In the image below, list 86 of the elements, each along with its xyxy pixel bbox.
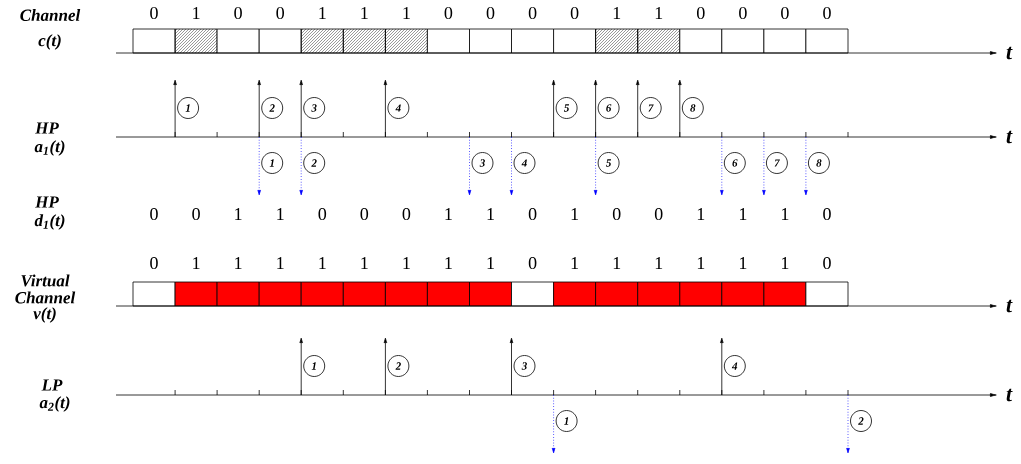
axis-label: t	[1006, 46, 1013, 60]
circled-number: 1	[177, 97, 199, 119]
bit-value: 1	[613, 257, 621, 269]
circled-number: 7	[766, 152, 788, 174]
bit-value: 0	[276, 6, 284, 20]
bit-value: 1	[445, 257, 452, 269]
bit-value: 0	[823, 256, 831, 270]
bit-value: 1	[487, 208, 494, 220]
bit-value: 1	[697, 257, 705, 269]
bit-value: 0	[318, 207, 327, 221]
circled-number: 8	[681, 97, 704, 119]
bit-value: 1	[361, 257, 368, 269]
circled-number: 2	[261, 97, 284, 119]
circled-number: 4	[723, 355, 746, 377]
row-label: a$_{1}$(t)	[34, 140, 65, 156]
bit-value: 1	[403, 257, 410, 269]
circled-number: 8	[808, 152, 830, 174]
bit-value: 1	[655, 257, 663, 269]
row-label: HP	[35, 122, 59, 134]
circled-number: 3	[303, 97, 326, 119]
row-label: v(t)	[33, 307, 56, 323]
bit-value: 1	[445, 208, 452, 220]
circled-number: 1	[303, 355, 326, 377]
bit-value: 0	[360, 207, 369, 221]
circled-number: 6	[597, 97, 620, 119]
bit-value: 0	[486, 6, 495, 20]
circled-number: 2	[303, 152, 326, 174]
circled-number: 3	[513, 355, 536, 377]
circled-number: 4	[513, 152, 536, 174]
circled-number: 1	[555, 410, 578, 432]
bit-value: 0	[234, 6, 242, 20]
circled-number: 4	[387, 97, 410, 119]
bit-value: 1	[235, 208, 242, 220]
bit-value: 0	[150, 207, 158, 221]
bit-value: 0	[823, 6, 831, 20]
circled-number: 5	[555, 97, 578, 119]
circled-number: 7	[639, 97, 662, 119]
bit-value: 1	[403, 7, 410, 19]
bit-value: 0	[402, 207, 411, 221]
bit-value: 1	[235, 257, 242, 269]
bit-value: 1	[571, 208, 578, 220]
bit-value: 1	[571, 257, 578, 269]
bit-value: 0	[528, 256, 537, 270]
row-label: a$_{2}$(t)	[39, 396, 70, 412]
bit-value: 1	[319, 257, 326, 269]
row-label: Channel	[20, 9, 81, 21]
bit-value: 1	[613, 7, 621, 19]
bit-value: 0	[528, 207, 537, 221]
bit-value: 0	[654, 207, 663, 221]
bit-value: 1	[782, 208, 789, 220]
axis-label: t	[1006, 130, 1013, 144]
bit-value: 0	[192, 207, 200, 221]
circled-number: 5	[597, 152, 620, 174]
row-label: d$_{1}$(t)	[34, 214, 65, 230]
circled-number: 2	[387, 355, 410, 377]
bit-value: 0	[697, 6, 705, 20]
bit-value: 1	[697, 208, 705, 220]
bit-value: 1	[782, 257, 789, 269]
bit-value: 0	[570, 6, 579, 20]
bit-value: 0	[528, 6, 537, 20]
bit-value: 1	[277, 257, 284, 269]
bit-value: 1	[655, 7, 663, 19]
circled-number: 2	[850, 410, 872, 432]
bit-value: 1	[361, 7, 368, 19]
bit-value: 0	[150, 6, 158, 20]
bit-value: 1	[193, 7, 200, 19]
row-label: c(t)	[38, 34, 61, 50]
bit-value: 0	[612, 207, 621, 221]
bit-value: 0	[739, 6, 747, 20]
bit-value: 0	[150, 256, 158, 270]
bit-value: 1	[319, 7, 326, 19]
bit-value: 0	[781, 6, 789, 20]
circled-number: 3	[471, 152, 494, 174]
bit-value: 1	[193, 257, 200, 269]
bit-value: 0	[823, 207, 831, 221]
bit-value: 1	[487, 257, 494, 269]
circled-number: 6	[723, 152, 746, 174]
axis-label: t	[1006, 299, 1013, 313]
axis-label: t	[1006, 388, 1013, 402]
bit-value: 1	[277, 208, 284, 220]
bit-value: 1	[740, 208, 747, 220]
circled-number: 1	[261, 152, 284, 174]
bit-value: 1	[740, 257, 747, 269]
bit-value: 0	[444, 6, 453, 20]
row-label: HP	[35, 196, 59, 208]
row-label: LP	[41, 379, 63, 391]
